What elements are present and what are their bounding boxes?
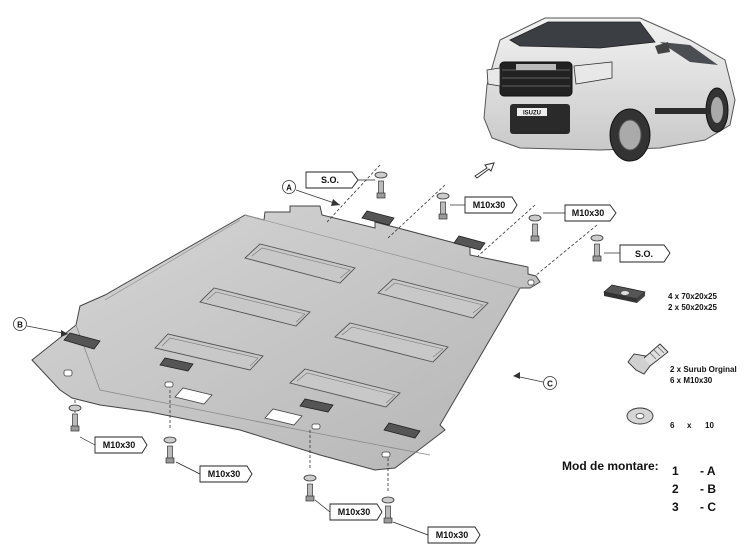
direction-arrow (474, 162, 495, 179)
washer-icon (381, 496, 395, 504)
mounting-step-number: 3 (672, 500, 679, 514)
m10-4-text: M10x30 (208, 469, 241, 479)
license-plate (517, 108, 547, 116)
label-m10-4: M10x30 (175, 461, 253, 483)
m10-1-text: M10x30 (473, 200, 506, 210)
washer-icon (303, 474, 317, 482)
label-m10-3: M10x30 (79, 436, 148, 454)
callout-c-text: C (547, 380, 553, 389)
spacer-plate-part (603, 284, 646, 303)
plate-spec-line-2: 2 x 50x20x25 (668, 303, 717, 312)
washer-icon (163, 436, 177, 444)
m10-2-text: M10x30 (572, 208, 605, 218)
bolt-spec-line-2: 6 x M10x30 (670, 376, 713, 385)
label-m10-5: M10x30 (314, 499, 383, 521)
bolt-assembly (163, 436, 177, 464)
bolt-head-icon (530, 235, 540, 242)
bolt-assembly (68, 404, 82, 432)
bolt-head-icon (165, 457, 175, 464)
callout-b: B (13, 317, 69, 337)
callout-a-text: A (286, 184, 292, 193)
bolt-assembly (436, 192, 450, 220)
mounting-step-letter: - C (700, 500, 716, 514)
mounting-title: Mod de montare: (562, 459, 659, 473)
bolt-head-icon (376, 192, 386, 199)
m10-6-text: M10x30 (436, 530, 469, 540)
mounting-step-number: 1 (672, 464, 679, 478)
callout-b-text: B (17, 321, 23, 330)
washer-icon (528, 214, 542, 222)
bolt-assembly (381, 496, 395, 524)
bolt-head-icon (383, 517, 393, 524)
washer-icon (374, 171, 388, 179)
label-so-right: S.O. (604, 244, 671, 263)
so-top-text: S.O. (321, 175, 339, 185)
washer-qty: 6 (670, 421, 675, 430)
m10-5-text: M10x30 (338, 507, 371, 517)
m10-3-text: M10x30 (103, 440, 136, 450)
bolt-assembly (303, 474, 317, 502)
bolt-head-icon (305, 495, 315, 502)
washer-icon (436, 192, 450, 200)
bolt-assembly (528, 214, 542, 242)
washer-icon (68, 404, 82, 412)
label-so-top: S.O. (305, 171, 375, 189)
mounting-step-letter: - A (700, 464, 716, 478)
callout-c: C (513, 372, 557, 390)
skid-plate (31, 205, 541, 471)
grille-badge (516, 64, 556, 70)
mounting-rows: 1 - A 2 - B 3 - C (672, 464, 716, 514)
so-right-text: S.O. (635, 249, 653, 259)
bolt-part (627, 343, 669, 375)
mounting-step-letter: - B (700, 482, 716, 496)
bolt-head-icon (438, 213, 448, 220)
vehicle-image: ISUZU (483, 17, 736, 162)
label-m10-2: M10x30 (543, 204, 617, 222)
washer-x: x (687, 421, 692, 430)
bolt-spec-line-1: 2 x Surub Orginal (670, 365, 737, 374)
callout-a: A (282, 180, 341, 206)
bolt-head-icon (70, 425, 80, 432)
washer-size: 10 (705, 421, 714, 430)
washer-icon (590, 234, 604, 242)
washer-part (626, 407, 654, 425)
label-m10-6: M10x30 (392, 521, 481, 544)
bolt-assembly (374, 171, 388, 199)
bolt-head-icon (592, 255, 602, 262)
mounting-step-number: 2 (672, 482, 679, 496)
label-m10-1: M10x30 (450, 196, 518, 214)
bolt-assembly (590, 234, 604, 262)
license-plate-text: ISUZU (523, 111, 541, 117)
hardware-group (68, 171, 604, 524)
plate-spec-line-1: 4 x 70x20x25 (668, 292, 717, 301)
